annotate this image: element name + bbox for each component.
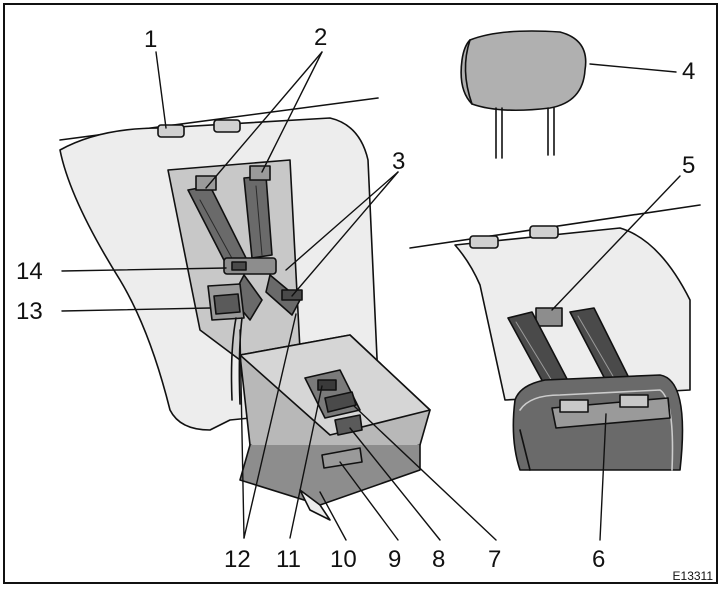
callout-3: 3	[392, 150, 405, 174]
callout-8: 8	[432, 548, 445, 572]
callout-2: 2	[314, 26, 327, 50]
headrest-hole-right	[214, 120, 240, 132]
callout-11: 11	[276, 548, 301, 572]
callout-1: 1	[144, 28, 157, 52]
tether-anchor	[536, 308, 562, 326]
callout-6: 6	[592, 548, 605, 572]
headrest-hole-left	[158, 125, 184, 137]
callout-13: 13	[16, 300, 43, 324]
callout-5: 5	[682, 154, 695, 178]
right-seat-view	[410, 205, 700, 470]
head-restraint	[461, 31, 586, 158]
callout-10: 10	[330, 548, 357, 572]
callout-12: 12	[224, 548, 251, 572]
callout-14: 14	[16, 260, 43, 284]
callout-4: 4	[682, 60, 695, 84]
figure-code: E13311	[673, 569, 713, 583]
callout-9: 9	[388, 548, 401, 572]
callout-7: 7	[488, 548, 501, 572]
